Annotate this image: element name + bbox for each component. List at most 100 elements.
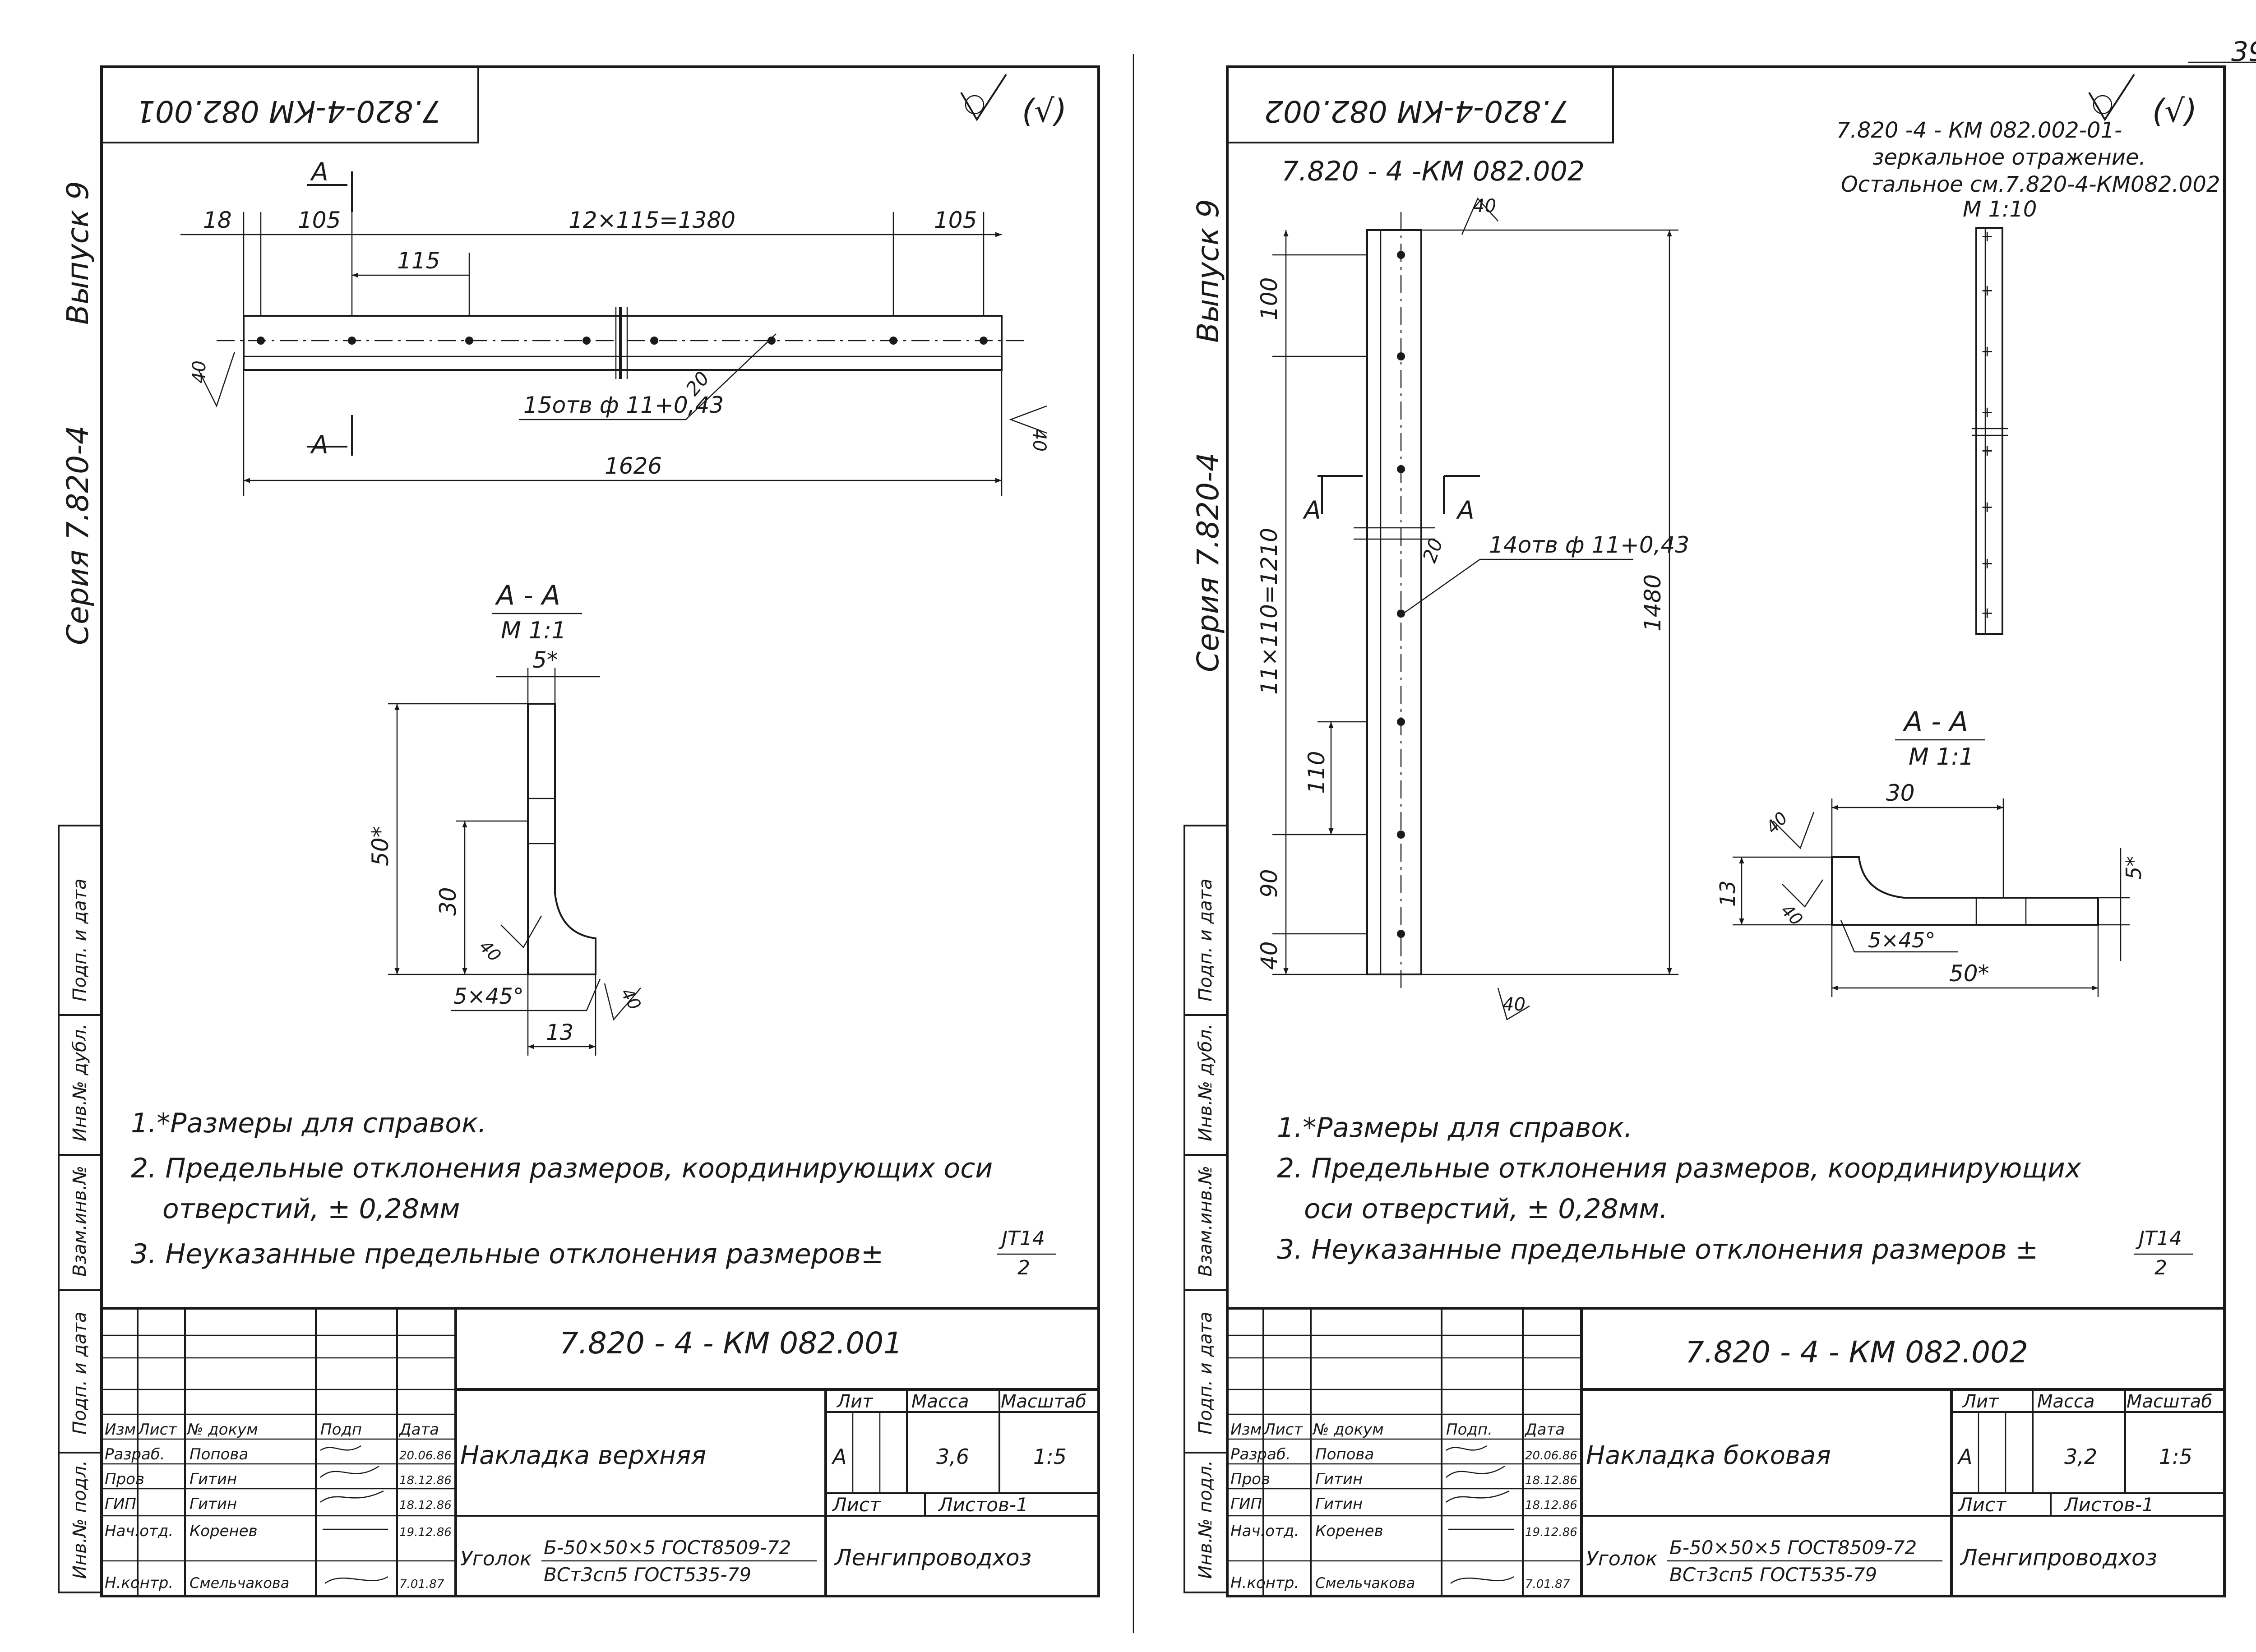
svg-text:40: 40 xyxy=(476,936,505,965)
svg-text:Н.контр.: Н.контр. xyxy=(1230,1574,1299,1592)
svg-text:20.06.86: 20.06.86 xyxy=(1525,1449,1577,1463)
svg-text:5*: 5* xyxy=(532,647,558,673)
svg-text:40: 40 xyxy=(1473,196,1496,217)
svg-text:18.12.86: 18.12.86 xyxy=(1525,1474,1577,1487)
svg-text:Коренев: Коренев xyxy=(190,1522,258,1540)
svg-text:3. Неуказанные предельные откл: 3. Неуказанные предельные отклонения раз… xyxy=(131,1238,883,1270)
svg-text:Гитин: Гитин xyxy=(190,1495,237,1513)
left-sheet: 7.820-4-КМ 082.001 (√) Серия 7.820-4 Вып… xyxy=(58,65,1100,1597)
left-roughness-icon: (√) xyxy=(960,74,1067,129)
svg-text:Лист: Лист xyxy=(1957,1494,2007,1516)
svg-text:+: + xyxy=(1981,342,1994,360)
left-side-strip: Инв.№ подл. Подп. и дата Взам.инв.№ Инв.… xyxy=(58,825,102,1593)
left-section: А - А М 1:1 5* 50* 30 40 40 xyxy=(367,580,645,1056)
svg-text:Пров: Пров xyxy=(1230,1470,1270,1488)
svg-text:40: 40 xyxy=(1502,994,1526,1015)
svg-text:12×115=1380: 12×115=1380 xyxy=(569,207,735,233)
svg-text:40: 40 xyxy=(189,360,210,383)
svg-text:50*: 50* xyxy=(367,826,393,866)
svg-text:Инв.№ дубл.: Инв.№ дубл. xyxy=(1195,1024,1216,1141)
svg-text:18.12.86: 18.12.86 xyxy=(399,1499,452,1512)
left-stamp-text: 7.820-4-КМ 082.001 xyxy=(136,94,441,129)
svg-text:JT14: JT14 xyxy=(2135,1227,2182,1250)
svg-text:Накладка верхняя: Накладка верхняя xyxy=(460,1441,706,1470)
svg-text:отверстий, ± 0,28мм: отверстий, ± 0,28мм xyxy=(162,1193,460,1225)
svg-text:18: 18 xyxy=(203,207,232,233)
svg-text:105: 105 xyxy=(298,207,341,233)
svg-text:Масса: Масса xyxy=(2037,1391,2095,1412)
svg-text:20: 20 xyxy=(1418,535,1447,565)
svg-text:Накладка боковая: Накладка боковая xyxy=(1586,1441,1831,1470)
svg-text:5×45°: 5×45° xyxy=(453,984,524,1009)
svg-text:Подп. и дата: Подп. и дата xyxy=(1195,1312,1216,1435)
svg-text:2: 2 xyxy=(1017,1256,1030,1279)
svg-text:А: А xyxy=(1456,496,1475,525)
right-section: А - А М 1:1 30 13 5* 40 40 xyxy=(1715,706,2146,997)
svg-text:7.820 - 4 - КМ 082.002: 7.820 - 4 - КМ 082.002 xyxy=(1685,1335,2028,1370)
svg-text:(√): (√) xyxy=(1022,92,1067,129)
svg-text:Лист: Лист xyxy=(1263,1421,1303,1439)
svg-text:А - А: А - А xyxy=(495,580,560,611)
svg-text:Дата: Дата xyxy=(398,1421,439,1439)
svg-text:Н.контр.: Н.контр. xyxy=(105,1574,173,1592)
svg-text:7.820 - 4 - КМ 082.001: 7.820 - 4 - КМ 082.001 xyxy=(559,1326,902,1361)
svg-text:Инв.№ дубл.: Инв.№ дубл. xyxy=(69,1024,90,1141)
svg-text:Лит: Лит xyxy=(836,1391,874,1412)
right-side-series: Серия 7.820-4 xyxy=(1191,452,1225,672)
svg-text:Нач.отд.: Нач.отд. xyxy=(1230,1522,1299,1540)
left-plate-view: 18 105 12×115=1380 105 115 А А 15отв ф 1… xyxy=(180,157,1049,496)
svg-text:ГИП: ГИП xyxy=(1230,1495,1262,1513)
svg-text:М 1:1: М 1:1 xyxy=(1909,743,1974,771)
svg-text:Подп.: Подп. xyxy=(1446,1421,1493,1439)
svg-text:40: 40 xyxy=(1762,808,1791,837)
svg-text:Подп. и дата: Подп. и дата xyxy=(69,1312,90,1435)
svg-text:15отв ф 11+0,43: 15отв ф 11+0,43 xyxy=(523,392,724,418)
svg-text:1.*Размеры для справок.: 1.*Размеры для справок. xyxy=(1277,1112,1632,1144)
svg-text:А: А xyxy=(831,1444,846,1469)
svg-text:Лист: Лист xyxy=(137,1421,177,1439)
svg-text:(√): (√) xyxy=(2152,92,2197,129)
svg-text:3,2: 3,2 xyxy=(2064,1444,2097,1469)
svg-text:№ докум: № докум xyxy=(186,1421,258,1439)
svg-text:Изм: Изм xyxy=(1230,1421,1262,1439)
svg-text:11×110=1210: 11×110=1210 xyxy=(1256,528,1282,695)
svg-text:Масштаб: Масштаб xyxy=(2127,1391,2212,1412)
svg-text:Остальное см.7.820-4-КМ082.002: Остальное см.7.820-4-КМ082.002 xyxy=(1841,172,2220,197)
svg-text:30: 30 xyxy=(1886,780,1915,806)
right-roughness-icon: (√) xyxy=(2088,74,2197,129)
svg-text:Масштаб: Масштаб xyxy=(1001,1391,1086,1412)
svg-text:+: + xyxy=(1981,403,1994,421)
svg-text:19.12.86: 19.12.86 xyxy=(1525,1526,1577,1539)
right-plate-view: 7.820 - 4 -КМ 082.002 100 11×110=1210 11… xyxy=(1256,156,1689,1020)
svg-text:2. Предельные отклонения разме: 2. Предельные отклонения размеров, коорд… xyxy=(1277,1153,2081,1184)
left-side-series: Серия 7.820-4 xyxy=(60,425,95,645)
right-side-strip: Инв.№ подл. Подп. и дата Взам.инв.№ Инв.… xyxy=(1183,825,1228,1593)
svg-text:7.01.87: 7.01.87 xyxy=(399,1578,444,1591)
svg-text:Смельчакова: Смельчакова xyxy=(1315,1574,1415,1592)
page-number: 39 xyxy=(2231,36,2256,68)
svg-text:+: + xyxy=(1981,498,1994,516)
svg-text:40: 40 xyxy=(1256,941,1282,970)
svg-text:7.820 -4 - КМ 082.002-01-: 7.820 -4 - КМ 082.002-01- xyxy=(1836,118,2122,143)
svg-text:3,6: 3,6 xyxy=(936,1444,969,1469)
svg-text:115: 115 xyxy=(397,248,440,274)
left-title-block: 7.820 - 4 - КМ 082.001 Накладка верхняя … xyxy=(100,1307,1100,1597)
svg-text:Б-50×50×5 ГОСТ8509-72: Б-50×50×5 ГОСТ8509-72 xyxy=(1669,1537,1917,1559)
svg-text:Попова: Попова xyxy=(190,1445,248,1463)
svg-text:1626: 1626 xyxy=(605,453,662,479)
svg-text:Гитин: Гитин xyxy=(190,1470,237,1488)
svg-text:№ докум: № докум xyxy=(1312,1421,1384,1439)
svg-text:Разраб.: Разраб. xyxy=(105,1445,165,1463)
svg-text:Ленгипроводхоз: Ленгипроводхоз xyxy=(1960,1545,2157,1571)
svg-text:19.12.86: 19.12.86 xyxy=(399,1526,452,1539)
svg-text:Гитин: Гитин xyxy=(1315,1470,1363,1488)
svg-text:18.12.86: 18.12.86 xyxy=(1525,1499,1577,1512)
svg-text:5×45°: 5×45° xyxy=(1868,928,1935,952)
right-mirror-view: 7.820 -4 - КМ 082.002-01- зеркальное отр… xyxy=(1836,118,2220,635)
svg-text:Лит: Лит xyxy=(1962,1391,1999,1412)
svg-text:Коренев: Коренев xyxy=(1315,1522,1383,1540)
svg-text:50*: 50* xyxy=(1949,960,1989,987)
svg-text:5*: 5* xyxy=(2122,856,2146,880)
svg-text:зеркальное отражение.: зеркальное отражение. xyxy=(1872,145,2146,170)
svg-text:Масса: Масса xyxy=(911,1391,969,1412)
